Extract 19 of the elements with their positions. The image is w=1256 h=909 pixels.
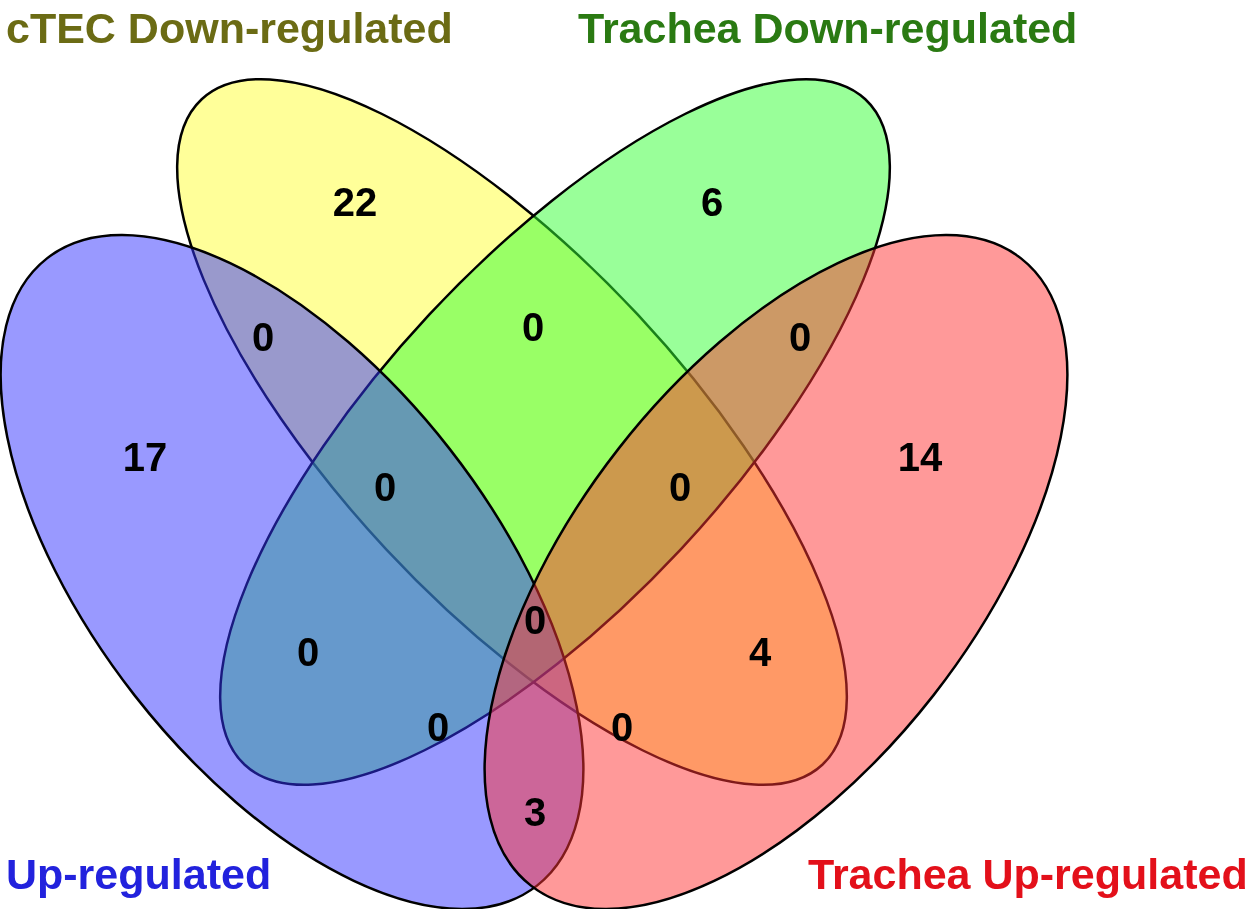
region-count: 17	[122, 437, 168, 477]
region-count: 6	[700, 182, 724, 222]
set-label: Trachea Up-regulated	[808, 850, 1248, 900]
region-count: 0	[373, 467, 397, 507]
set-label: Up-regulated	[6, 850, 272, 900]
region-count: 0	[788, 317, 812, 357]
region-count: 0	[251, 317, 275, 357]
region-count: 0	[523, 600, 547, 640]
region-count: 14	[897, 437, 943, 477]
region-count: 3	[523, 792, 547, 832]
region-count: 0	[521, 307, 545, 347]
region-count: 22	[332, 182, 378, 222]
set-label: cTEC Down-regulated	[6, 4, 453, 54]
region-count: 0	[426, 707, 450, 747]
region-count: 0	[610, 707, 634, 747]
region-count: 4	[748, 632, 772, 672]
region-count: 0	[668, 467, 692, 507]
region-count: 0	[296, 632, 320, 672]
set-label: Trachea Down-regulated	[578, 4, 1078, 54]
